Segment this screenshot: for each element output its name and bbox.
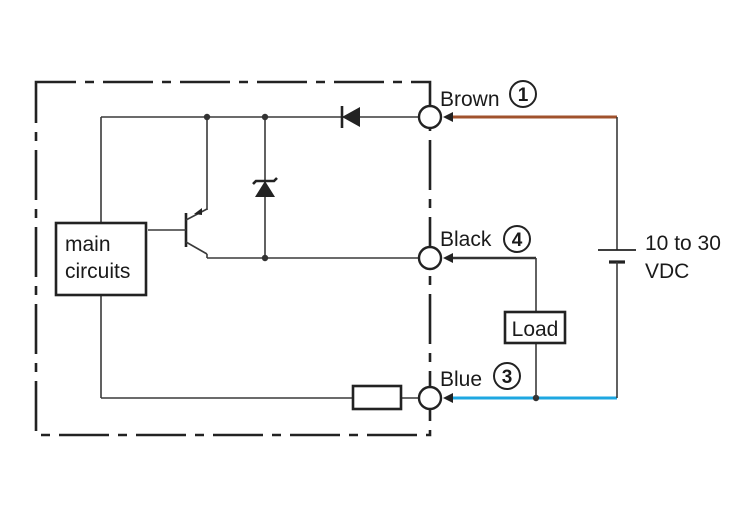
terminal-brown-label: Brown <box>440 88 500 111</box>
supply-voltage-line1: 10 to 30 <box>645 232 721 255</box>
supply-voltage-line2: VDC <box>645 260 689 283</box>
terminal-brown-number-badge <box>509 80 537 108</box>
diode-icon <box>340 106 360 128</box>
blue-wire <box>443 393 617 403</box>
terminal-blue-label: Blue <box>440 368 482 391</box>
terminal-brown <box>417 104 443 130</box>
load-block: Load <box>503 310 567 398</box>
terminal-blue <box>417 385 443 411</box>
terminal-black-number-badge <box>503 225 531 253</box>
main-circuits-label-line1: main <box>65 233 111 256</box>
internal-wiring <box>100 113 418 399</box>
main-circuits-label-line2: circuits <box>65 260 130 283</box>
terminal-black-label: Black <box>440 228 492 251</box>
sensor-housing <box>34 80 432 437</box>
pnp-transistor-icon <box>148 208 208 258</box>
main-circuits-block: main circuits <box>54 221 148 297</box>
terminal-blue-number: 3 <box>502 367 513 388</box>
brown-wire <box>443 112 617 122</box>
load-label: Load <box>512 318 559 341</box>
zener-diode-icon <box>252 177 278 197</box>
resistor-icon <box>351 384 403 411</box>
terminal-black <box>417 245 443 271</box>
battery-icon <box>598 117 636 398</box>
terminal-black-number: 4 <box>512 230 523 251</box>
terminal-brown-number: 1 <box>518 85 529 106</box>
black-wire <box>443 253 537 312</box>
terminal-blue-number-badge <box>493 362 521 390</box>
